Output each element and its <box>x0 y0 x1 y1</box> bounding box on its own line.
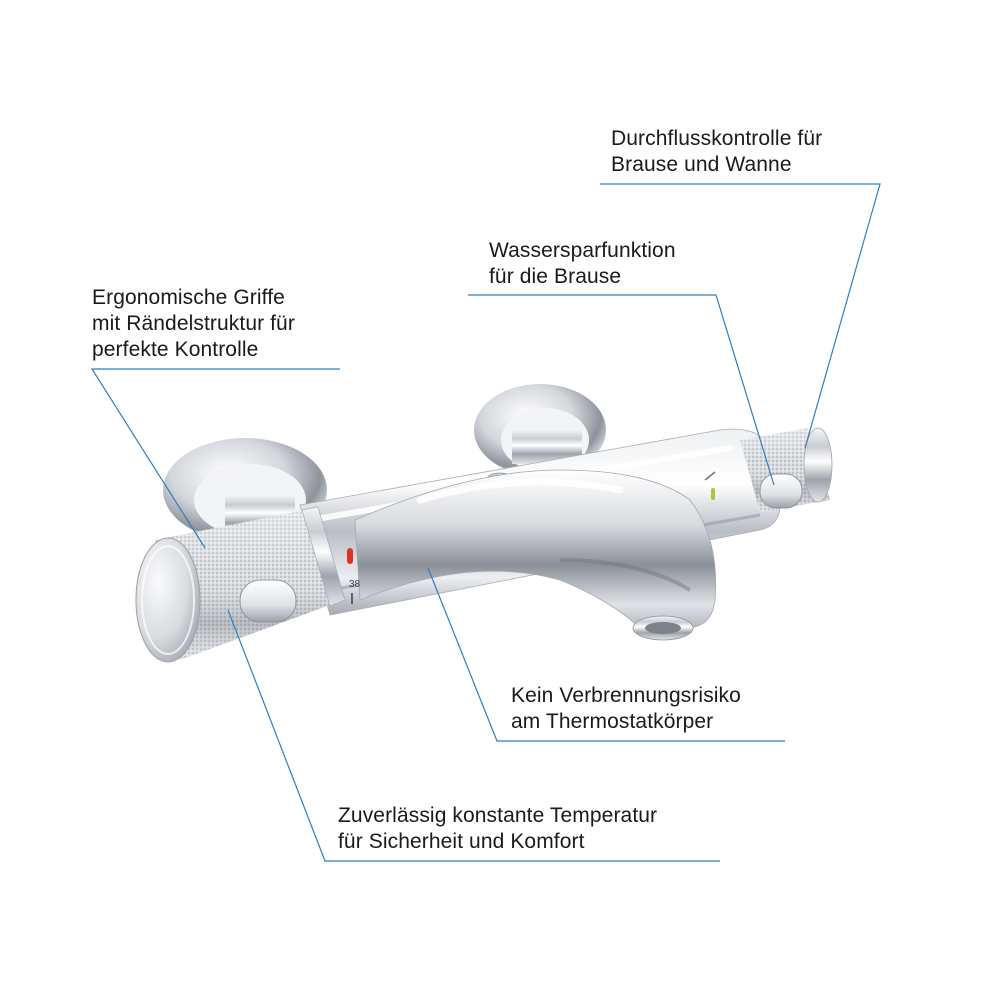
callout-ergonomic-grips-line2: mit Rändelstruktur für <box>92 312 295 335</box>
safety-stop-red-mark <box>347 548 353 564</box>
callout-flow-control-line2: Brause und Wanne <box>611 153 792 176</box>
callout-water-saving-line1: Wassersparfunktion <box>489 239 676 262</box>
callout-no-burn: Kein Verbrennungsrisiko am Thermostatkör… <box>511 683 741 735</box>
eco-indicator-mark <box>711 488 715 500</box>
temperature-handle-cap <box>135 537 201 663</box>
temperature-scale-label: 38 <box>349 579 361 590</box>
water-saving-button <box>759 473 803 509</box>
callout-ergonomic-grips-line1: Ergonomische Griffe <box>92 286 285 309</box>
callout-water-saving-line2: für die Brause <box>489 265 622 288</box>
callout-constant-temp-line1: Zuverlässig konstante Temperatur <box>338 804 658 827</box>
callout-ergonomic-grips: Ergonomische Griffe mit Rändelstruktur f… <box>92 285 295 363</box>
callout-no-burn-line2: am Thermostatkörper <box>511 710 714 733</box>
callout-constant-temp: Zuverlässig konstante Temperatur für Sic… <box>338 803 657 855</box>
callout-ergonomic-grips-line3: perfekte Kontrolle <box>92 338 259 361</box>
safety-stop-button <box>239 579 297 623</box>
callout-constant-temp-line2: für Sicherheit und Komfort <box>338 830 585 853</box>
callout-water-saving: Wassersparfunktion für die Brause <box>489 238 676 290</box>
callout-no-burn-line1: Kein Verbrennungsrisiko <box>511 684 741 707</box>
callout-flow-control-line1: Durchflusskontrolle für <box>611 127 823 150</box>
callout-flow-control: Durchflusskontrolle für Brause und Wanne <box>611 126 822 178</box>
left-temperature-handle <box>135 506 353 663</box>
